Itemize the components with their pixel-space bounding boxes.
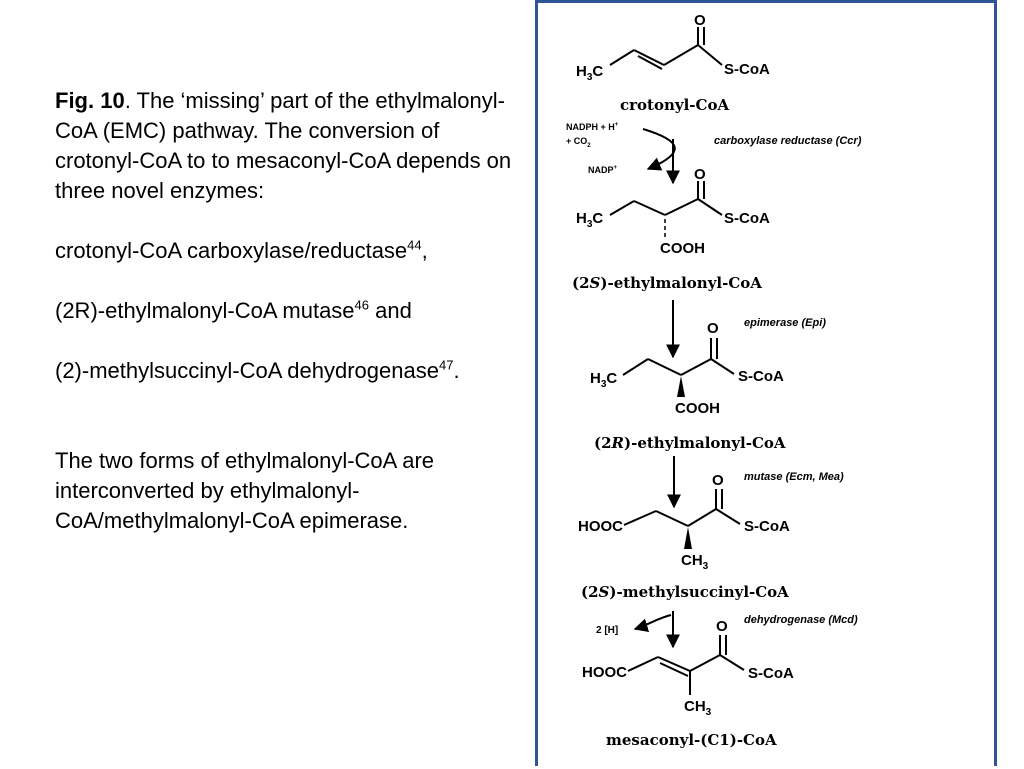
atom-cooh: COOH bbox=[660, 240, 705, 257]
enzyme-line-3: (2)-methylsuccinyl-CoA dehydrogenase47. bbox=[55, 356, 525, 386]
2s-methylsuccinyl-coa-structure bbox=[623, 489, 741, 527]
atom-scoa: S-CoA bbox=[724, 61, 770, 78]
atom-scoa: S-CoA bbox=[748, 665, 794, 682]
wedge-bond bbox=[684, 527, 692, 549]
caption-intro: Fig. 10. The ‘missing’ part of the ethyl… bbox=[55, 86, 525, 206]
atom-o: O bbox=[694, 166, 706, 183]
atom-h3c: H3C bbox=[590, 370, 617, 390]
atom-hooc: HOOC bbox=[582, 664, 627, 681]
compound-name-2r-ethylmalonyl-coa: (2R)-ethylmalonyl-CoA bbox=[594, 434, 786, 452]
2s-ethylmalonyl-coa-atoms: H3C O S-CoA COOH bbox=[576, 166, 770, 257]
cofactor-nadph: NADPH + H+ bbox=[566, 122, 619, 132]
pathway-diagram: H3C O S-CoA crotonyl-CoA NADPH + H+ + CO… bbox=[566, 12, 862, 749]
cofactors-1: NADPH + H+ + CO2 NADP+ bbox=[566, 122, 619, 175]
enzyme-1-ref: 44 bbox=[407, 237, 422, 253]
cofactor-nadp: NADP+ bbox=[588, 165, 618, 175]
atom-cooh: COOH bbox=[675, 400, 720, 417]
atom-h3c: H3C bbox=[576, 63, 603, 83]
enzyme-line-2: (2R)-ethylmalonyl-CoA mutase46 and bbox=[55, 296, 525, 326]
enzyme-1-name: crotonyl-CoA carboxylase/reductase bbox=[55, 238, 408, 263]
compound-name-2s-ethylmalonyl-coa: (2S)-ethylmalonyl-CoA bbox=[572, 274, 762, 292]
atom-o: O bbox=[694, 12, 706, 29]
reaction-arrow-4 bbox=[633, 611, 680, 649]
atom-scoa: S-CoA bbox=[744, 518, 790, 535]
enzyme-2-name: (2R)-ethylmalonyl-CoA mutase bbox=[55, 298, 355, 323]
atom-h3c: H3C bbox=[576, 210, 603, 230]
2s-ethylmalonyl-coa-structure bbox=[609, 181, 723, 237]
enzyme-label-epi: epimerase (Epi) bbox=[744, 317, 826, 329]
enzyme-2-ref: 46 bbox=[354, 297, 370, 313]
atom-o: O bbox=[707, 320, 719, 337]
compound-name-crotonyl-coa: crotonyl-CoA bbox=[620, 96, 729, 114]
pathway-figure: H3C O S-CoA crotonyl-CoA NADPH + H+ + CO… bbox=[535, 0, 997, 766]
crotonyl-coa-structure bbox=[609, 27, 723, 70]
2s-methylsuccinyl-coa-atoms: HOOC O S-CoA CH3 bbox=[578, 472, 790, 572]
caption-closing: The two forms of ethylmalonyl-CoA are in… bbox=[55, 448, 435, 533]
wedge-bond bbox=[677, 376, 685, 397]
crotonyl-coa-atoms: H3C O S-CoA bbox=[576, 12, 770, 83]
atom-ch3: CH3 bbox=[681, 552, 709, 572]
enzyme-line-1: crotonyl-CoA carboxylase/reductase44, bbox=[55, 236, 525, 266]
mesaconyl-coa-structure bbox=[627, 635, 745, 695]
figure-label: Fig. 10 bbox=[55, 88, 125, 113]
enzyme-label-ccr: carboxylase reductase (Ccr) bbox=[714, 135, 862, 147]
enzyme-3-ref: 47 bbox=[438, 357, 454, 373]
2r-ethylmalonyl-coa-atoms: H3C O S-CoA COOH bbox=[590, 320, 784, 417]
atom-o: O bbox=[716, 618, 728, 635]
caption-text: Fig. 10. The ‘missing’ part of the ethyl… bbox=[55, 86, 525, 536]
atom-o: O bbox=[712, 472, 724, 489]
enzyme-1-tail: , bbox=[421, 238, 428, 263]
2r-ethylmalonyl-coa-structure bbox=[622, 338, 735, 376]
enzyme-3-name: (2)-methylsuccinyl-CoA dehydrogenase bbox=[55, 358, 439, 383]
atom-hooc: HOOC bbox=[578, 518, 623, 535]
atom-ch3: CH3 bbox=[684, 698, 712, 718]
atom-scoa: S-CoA bbox=[724, 210, 770, 227]
caption-intro-text: . The ‘missing’ part of the ethylmalonyl… bbox=[55, 88, 512, 203]
cofactor-co2: + CO2 bbox=[566, 136, 591, 149]
enzyme-label-mutase: mutase (Ecm, Mea) bbox=[744, 471, 844, 483]
enzyme-3-tail: . bbox=[453, 358, 460, 383]
atom-scoa: S-CoA bbox=[738, 368, 784, 385]
cofactor-2h: 2 [H] bbox=[596, 625, 618, 636]
enzyme-2-tail: and bbox=[369, 298, 412, 323]
compound-name-mesaconyl-coa: mesaconyl-(C1)-CoA bbox=[606, 731, 777, 749]
compound-name-2s-methylsuccinyl-coa: (2S)-methylsuccinyl-CoA bbox=[581, 583, 789, 601]
mesaconyl-coa-atoms: HOOC O S-CoA CH3 bbox=[582, 618, 794, 718]
enzyme-label-mcd: dehydrogenase (Mcd) bbox=[744, 614, 858, 626]
reaction-arrow-1 bbox=[642, 128, 680, 185]
